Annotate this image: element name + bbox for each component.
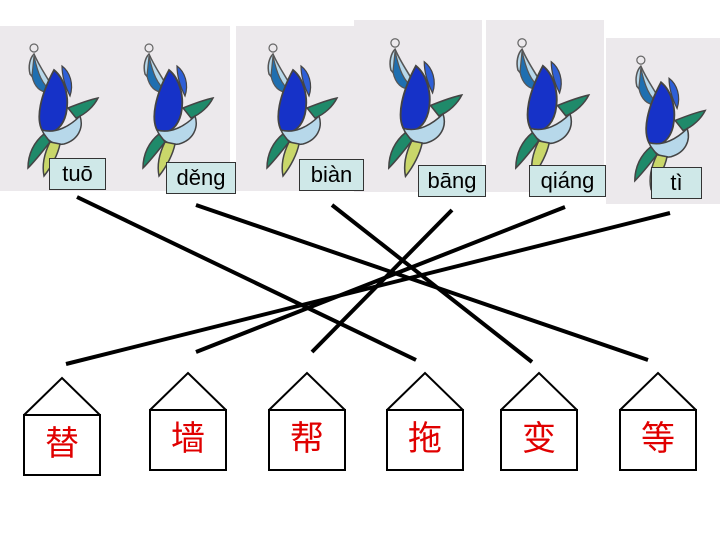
pinyin-label-2: děng: [166, 162, 236, 194]
bird-card-5: [486, 20, 604, 192]
house-5: 变: [500, 370, 578, 480]
house-outline-icon: [500, 371, 578, 471]
house-character: 变: [522, 419, 556, 459]
house-2: 墙: [149, 370, 227, 480]
pinyin-label-5: qiáng: [529, 165, 606, 197]
match-line-tuo: [76, 195, 417, 362]
house-6: 等: [619, 370, 697, 480]
house-4: 拖: [386, 370, 464, 480]
house-1: 替: [23, 375, 101, 485]
match-line-deng: [195, 203, 649, 362]
house-character: 墙: [171, 419, 205, 459]
pinyin-label-1: tuō: [49, 158, 106, 190]
house-outline-icon: [149, 371, 227, 471]
pinyin-label-6: tì: [651, 167, 702, 199]
match-line-bian: [330, 203, 534, 364]
house-character: 替: [45, 424, 79, 464]
house-outline-icon: [386, 371, 464, 471]
house-outline-icon: [268, 371, 346, 471]
match-line-qiang: [195, 205, 566, 354]
house-character: 拖: [408, 419, 442, 459]
house-outline-icon: [23, 376, 101, 476]
match-line-ti: [65, 211, 671, 366]
house-character: 帮: [290, 419, 324, 459]
bird-card-4: [354, 20, 482, 192]
house-3: 帮: [268, 370, 346, 480]
pinyin-label-3: biàn: [299, 159, 364, 191]
house-outline-icon: [619, 371, 697, 471]
house-character: 等: [641, 419, 675, 459]
pinyin-label-4: bāng: [418, 165, 486, 197]
